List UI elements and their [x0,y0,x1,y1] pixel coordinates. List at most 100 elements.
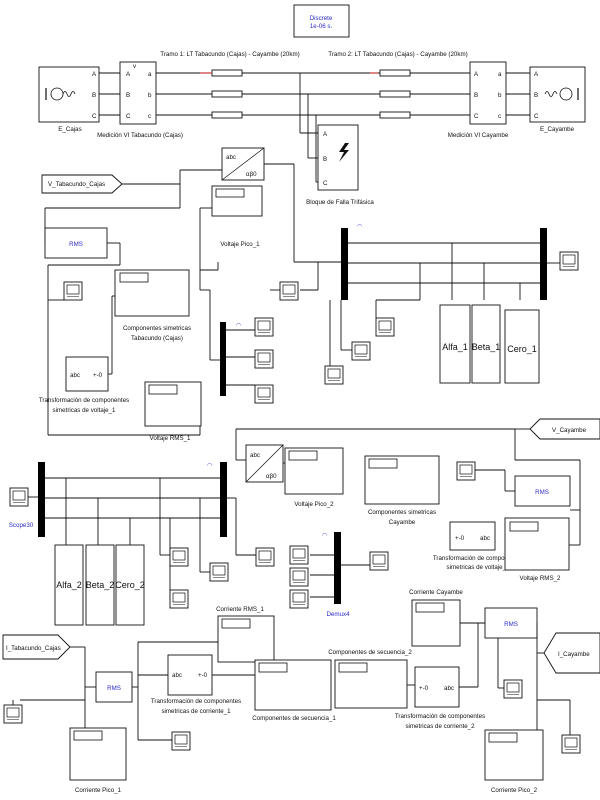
scope-i-cay-1[interactable] [503,679,523,699]
from-tag-i-cayambe[interactable]: I_Cayambe [543,632,600,674]
rms-block-voltage-2[interactable]: RMS [514,475,571,507]
scope-dmx1-c[interactable] [254,384,274,404]
scope-rms-1[interactable] [63,281,83,301]
scope-mid2-c[interactable] [169,589,189,609]
display-corriente-cayambe[interactable] [411,599,461,647]
measurement-vi-cayambe[interactable]: A B C a b c [469,61,507,125]
sym-components-transform-current-1[interactable]: abc +-0 [167,654,213,696]
display-corriente-rms-1[interactable] [217,615,275,663]
corriente-cayambe-label: Corriente Cayambe [409,589,463,596]
source-e-cayambe[interactable]: A B C [529,66,586,123]
scope-dmx4-c[interactable] [289,589,309,609]
scope-dmx4-out[interactable] [369,551,389,571]
display-comp-sim-cayambe[interactable] [364,455,440,505]
svg-text:V_Cayambe: V_Cayambe [552,427,587,434]
measure-right-label: Medición VI Cayambe [448,132,509,139]
scope-i-tab[interactable] [3,704,23,724]
demux-mid-2[interactable] [220,462,227,537]
mux-mid-2-left[interactable] [38,462,45,537]
display-beta-1[interactable]: Beta_1 [471,304,501,384]
abc-to-alpha-beta-0-block-2[interactable]: abc αβ0 [245,444,284,483]
from-tag-i-tabacundo[interactable]: I_Tabacundo_Cajas [2,634,71,660]
svg-text:simetricas de corriente_1: simetricas de corriente_1 [161,708,231,715]
svg-text:a: a [498,71,502,78]
svg-text:RMS: RMS [504,621,518,628]
display-corriente-pico-2[interactable] [484,729,544,781]
display-voltaje-rms-2[interactable] [504,517,570,571]
demux-mid-1[interactable] [220,322,226,396]
svg-text:B: B [126,92,130,99]
svg-text:I_Cayambe: I_Cayambe [558,651,590,658]
svg-text:B: B [323,156,327,163]
fault-block[interactable]: A B C [317,124,359,191]
svg-text:A: A [92,71,97,78]
svg-text:+-0: +-0 [419,685,429,692]
svg-text:B: B [474,92,478,99]
display-comp-sim-tabacundo[interactable] [114,269,190,317]
svg-text:c: c [498,113,501,120]
svg-text:Alfa_1: Alfa_1 [442,342,468,352]
pi-line-tramo-1[interactable] [200,69,243,119]
voltaje-rms-2-label: Voltaje RMS_2 [520,575,561,582]
rms-block-voltage-1[interactable]: RMS [44,227,108,259]
display-cero-2[interactable]: Cero_2 [115,544,145,626]
display-voltaje-pico-2[interactable] [284,447,344,495]
display-comp-sec-1[interactable] [254,659,332,711]
svg-text:v: v [133,63,137,70]
scope-dmx4-a[interactable] [289,545,309,565]
scope-dmx1-b[interactable] [254,349,274,369]
abc-to-alpha-beta-0-block-1[interactable]: abc αβ0 [221,147,265,181]
svg-text:Tabacundo (Cajas): Tabacundo (Cajas) [131,335,183,342]
from-tag-v-tabacundo[interactable]: V_Tabacundo_Cajas [41,174,123,194]
display-voltaje-pico-1[interactable] [211,185,263,217]
mux-top-1[interactable] [540,228,547,300]
source-e-cajas[interactable]: A B C [38,66,100,123]
scope-mid2-d[interactable] [255,547,275,567]
scope-demux1-b[interactable] [351,341,371,361]
scope-demux1-a[interactable] [375,317,395,337]
rms-block-current-2[interactable]: RMS [484,607,538,639]
sym-components-transform-current-2[interactable]: +-0 abc [414,666,460,708]
tramo-2-title: Tramo 2: LT Tabacundo (Cajas) - Cayambe … [328,51,467,58]
scope-top-right[interactable] [559,251,579,271]
scope-demux1-c[interactable] [324,365,344,385]
comp-sec-1-label: Componentes de secuencia_1 [252,715,336,722]
scope-mid2-a[interactable] [169,547,189,567]
voltaje-pico-2-label: Voltaje Pico_2 [294,501,334,508]
svg-text:abc: abc [226,154,236,161]
svg-text:b: b [498,92,502,99]
svg-text:A: A [126,71,131,78]
svg-text:Cero_2: Cero_2 [115,580,145,590]
display-cero-1[interactable]: Cero_1 [504,309,540,384]
scope-i-rms-1[interactable] [171,731,191,751]
pi-line-tramo-2[interactable] [370,69,411,119]
scope30[interactable] [9,487,29,507]
svg-text:simetricas de voltaje_2: simetricas de voltaje_2 [447,564,510,571]
display-beta-2[interactable]: Beta_2 [85,544,115,626]
svg-text:C: C [323,180,328,187]
display-corriente-pico-1[interactable] [69,727,127,781]
demux4[interactable] [334,532,341,604]
sym-components-transform-voltage-1[interactable]: abc +-0 [65,356,109,392]
display-alfa-1[interactable]: Alfa_1 [439,304,471,384]
scope-mid2-b[interactable] [209,562,229,582]
from-tag-v-cayambe[interactable]: V_Cayambe [529,418,600,440]
svg-text:V_Tabacundo_Cajas: V_Tabacundo_Cajas [48,181,105,188]
scope-dmx4-b[interactable] [289,567,309,587]
scope-dmx1-a[interactable] [254,317,274,337]
scope-mid-1[interactable] [279,281,299,301]
scope-i-cay-2[interactable] [561,734,581,754]
measurement-vi-tabacundo[interactable]: A B C a b c v [119,61,157,125]
display-comp-sec-2[interactable] [334,659,408,709]
powergui-block[interactable]: Discrete 1e-06 s. [293,4,350,38]
rms-block-current-1[interactable]: RMS [95,671,133,703]
svg-text:simetricas de corriente_2: simetricas de corriente_2 [405,723,475,730]
demux-top-1[interactable] [341,228,348,300]
svg-text:Componentes simetricas: Componentes simetricas [123,325,191,332]
sym-components-transform-voltage-2[interactable]: +-0 abc [449,521,496,551]
svg-text:RMS: RMS [107,685,121,692]
display-alfa-2[interactable]: Alfa_2 [54,544,84,626]
display-voltaje-rms-1[interactable] [144,381,202,427]
scope-cay-1[interactable] [456,461,476,481]
lightning-icon [339,143,349,162]
